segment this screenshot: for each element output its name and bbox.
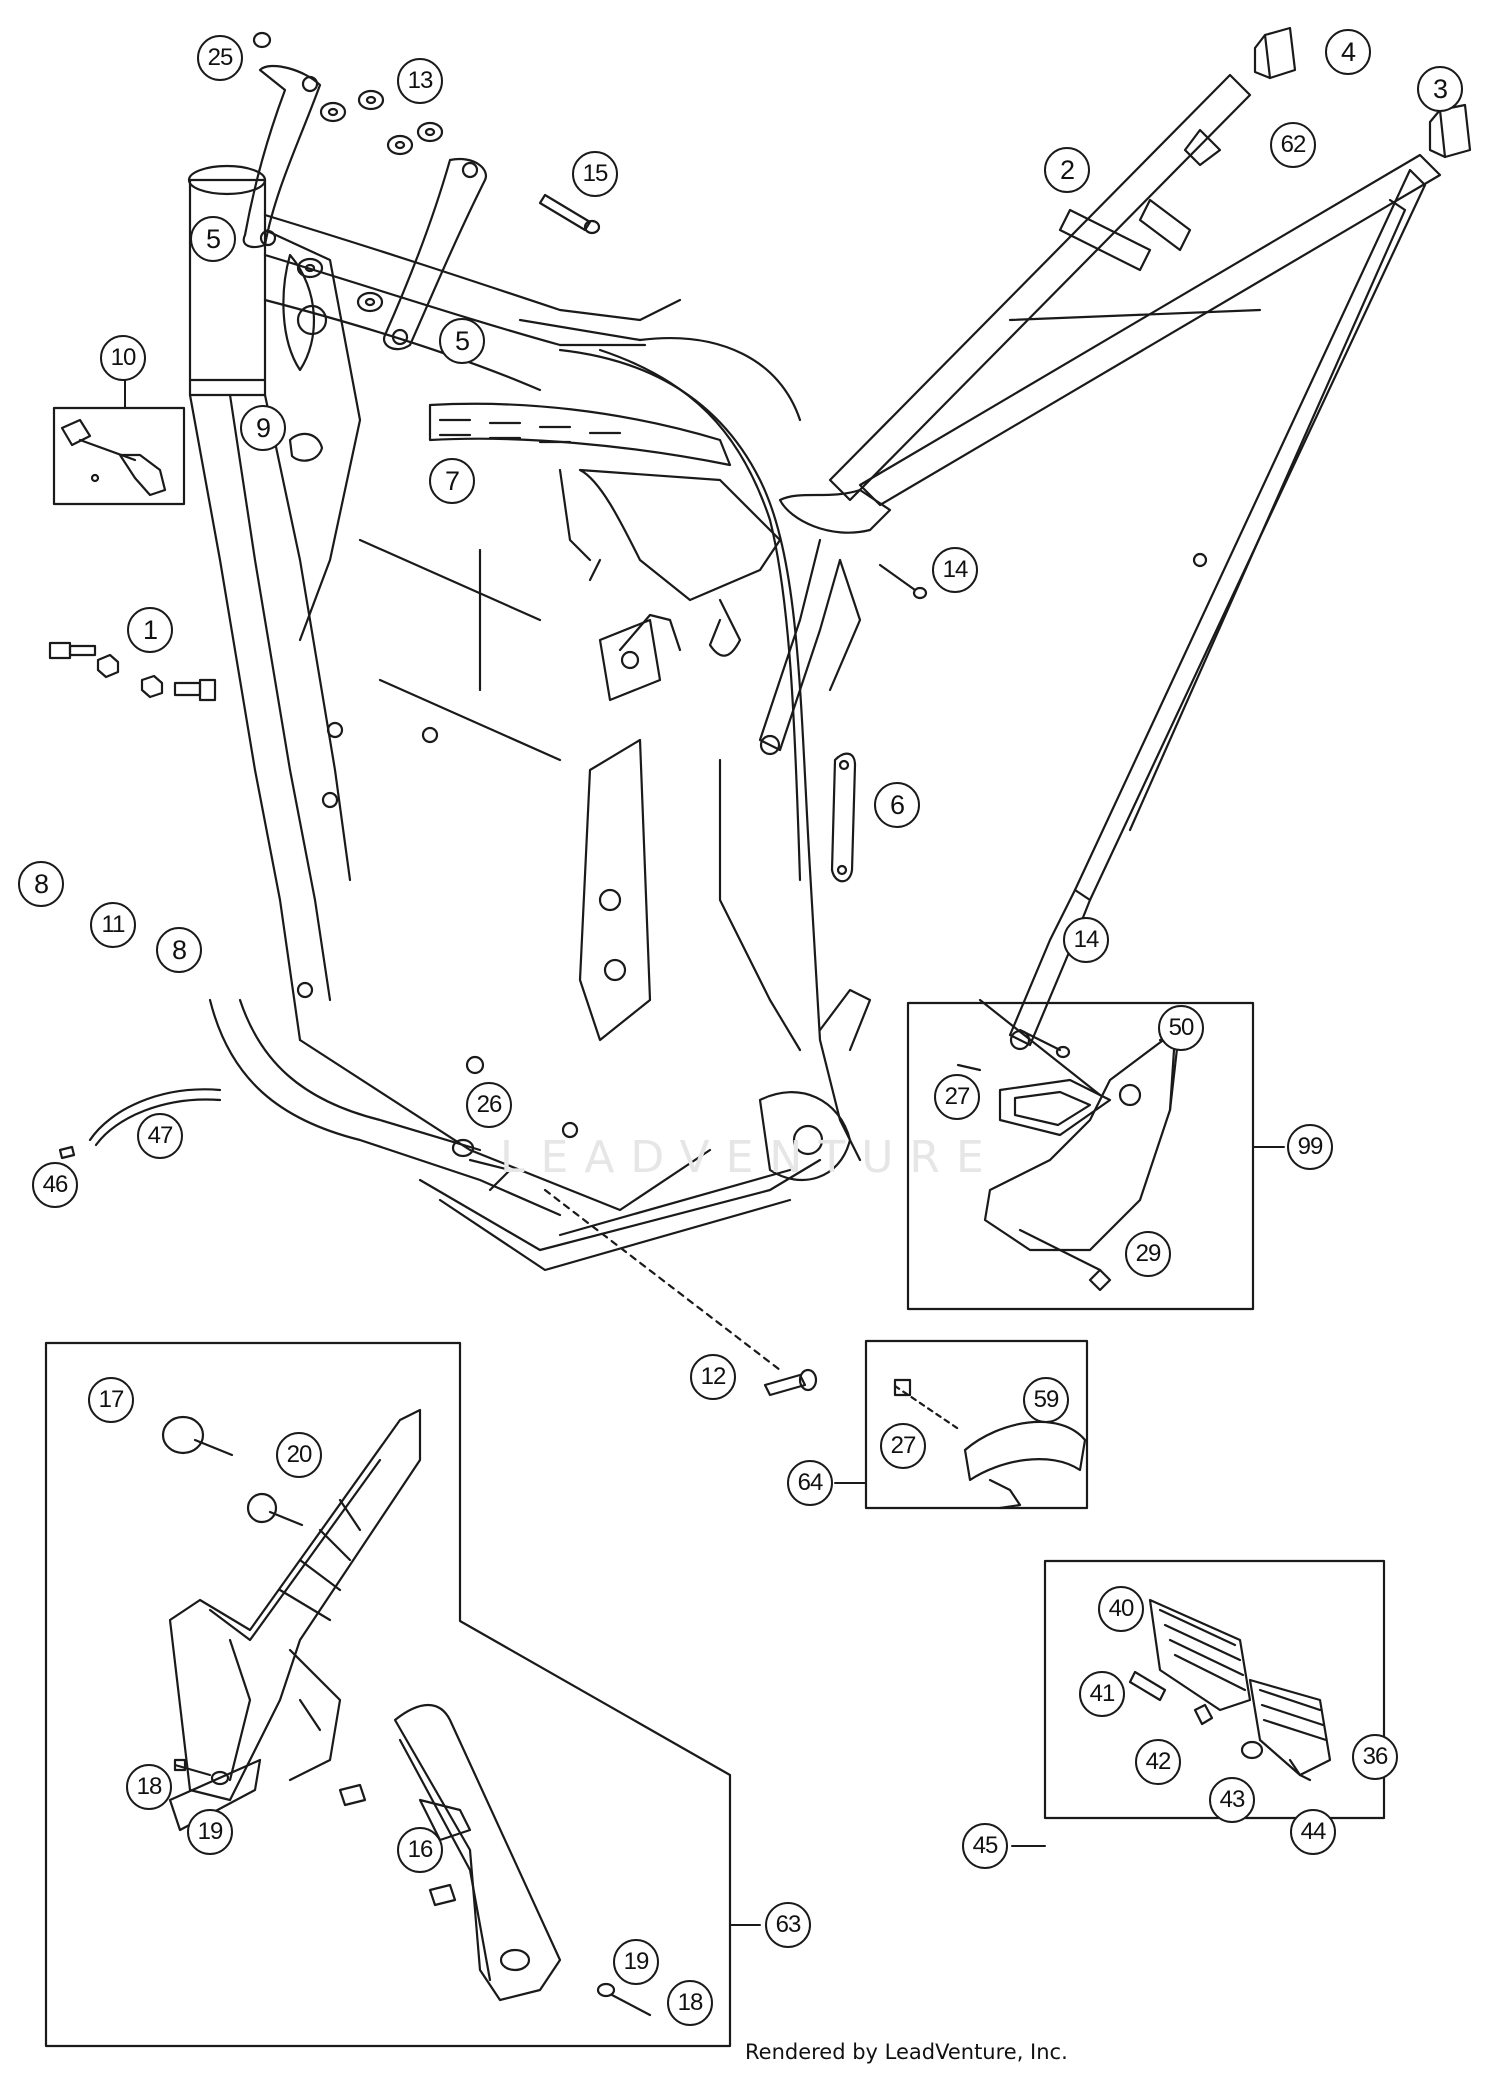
group-box-45 <box>1043 1559 1386 1820</box>
guard-fasteners <box>173 1758 652 2017</box>
callout-14b[interactable]: 14 <box>1063 917 1109 963</box>
bolts <box>538 193 1071 1397</box>
callout-14a[interactable]: 14 <box>932 547 978 593</box>
callout-18b[interactable]: 18 <box>667 1980 713 2026</box>
callout-11[interactable]: 11 <box>90 902 136 948</box>
callout-18a[interactable]: 18 <box>126 1764 172 1810</box>
callout-59[interactable]: 59 <box>1023 1377 1069 1423</box>
callout-8a[interactable]: 8 <box>18 861 64 907</box>
group-box-64 <box>864 1339 1089 1510</box>
render-credit: Rendered by LeadVenture, Inc. <box>745 2040 1068 2064</box>
callout-10[interactable]: 10 <box>100 335 146 381</box>
washers <box>252 31 444 313</box>
callout-43[interactable]: 43 <box>1209 1777 1255 1823</box>
callout-5b[interactable]: 5 <box>439 318 485 364</box>
group-box-10 <box>52 406 186 506</box>
callout-6[interactable]: 6 <box>874 782 920 828</box>
side-stand-bracket <box>956 998 1180 1292</box>
callout-19b[interactable]: 19 <box>613 1939 659 1985</box>
callout-63[interactable]: 63 <box>765 1902 811 1948</box>
callout-29[interactable]: 29 <box>1125 1231 1171 1277</box>
callout-64[interactable]: 64 <box>787 1460 833 1506</box>
callout-50[interactable]: 50 <box>1158 1005 1204 1051</box>
small-fasteners <box>48 641 217 702</box>
callout-99[interactable]: 99 <box>1287 1124 1333 1170</box>
spacer-26 <box>451 1138 512 1192</box>
group-box-63 <box>44 1341 732 2048</box>
callout-16[interactable]: 16 <box>397 1827 443 1873</box>
footpegs <box>1128 1598 1332 1782</box>
callout-2[interactable]: 2 <box>1044 147 1090 193</box>
callout-5a[interactable]: 5 <box>190 216 236 262</box>
callout-26[interactable]: 26 <box>466 1082 512 1128</box>
callout-40[interactable]: 40 <box>1098 1586 1144 1632</box>
callout-20[interactable]: 20 <box>276 1432 322 1478</box>
callout-45[interactable]: 45 <box>962 1823 1008 1869</box>
callout-8b[interactable]: 8 <box>156 927 202 973</box>
callout-44[interactable]: 44 <box>1290 1809 1336 1855</box>
watermark-text: LEADVENTURE <box>500 1132 1000 1183</box>
main-frame <box>187 164 872 1272</box>
hose-and-clamp <box>58 1088 222 1160</box>
cable-ties <box>161 1415 304 1527</box>
part-10-contents <box>60 418 167 497</box>
frame-guard-left <box>168 1408 422 1832</box>
callout-12[interactable]: 12 <box>690 1354 736 1400</box>
callout-47[interactable]: 47 <box>137 1113 183 1159</box>
callout-46[interactable]: 46 <box>32 1162 78 1208</box>
callout-3[interactable]: 3 <box>1417 66 1463 112</box>
end-caps <box>1253 26 1472 159</box>
callout-27b[interactable]: 27 <box>880 1423 926 1469</box>
callout-13[interactable]: 13 <box>397 58 443 104</box>
callout-42[interactable]: 42 <box>1135 1739 1181 1785</box>
callout-1[interactable]: 1 <box>127 607 173 653</box>
callout-25[interactable]: 25 <box>197 35 243 81</box>
leader-lines <box>124 378 1285 1926</box>
callout-9[interactable]: 9 <box>240 405 286 451</box>
chain-guide <box>893 1378 1087 1510</box>
callout-36[interactable]: 36 <box>1352 1734 1398 1780</box>
callout-27a[interactable]: 27 <box>934 1074 980 1120</box>
callout-62[interactable]: 62 <box>1270 122 1316 168</box>
callout-15[interactable]: 15 <box>572 151 618 197</box>
plug <box>288 432 324 462</box>
callout-17[interactable]: 17 <box>88 1377 134 1423</box>
subframe <box>758 73 1442 1051</box>
engine-brackets <box>242 65 488 351</box>
callout-4[interactable]: 4 <box>1325 29 1371 75</box>
callout-19a[interactable]: 19 <box>187 1809 233 1855</box>
callout-7[interactable]: 7 <box>429 458 475 504</box>
seat-bracket <box>428 402 782 657</box>
frame-guard-right <box>393 1704 562 2002</box>
callout-41[interactable]: 41 <box>1079 1671 1125 1717</box>
group-box-99 <box>906 1001 1255 1311</box>
link-strap <box>830 752 857 883</box>
